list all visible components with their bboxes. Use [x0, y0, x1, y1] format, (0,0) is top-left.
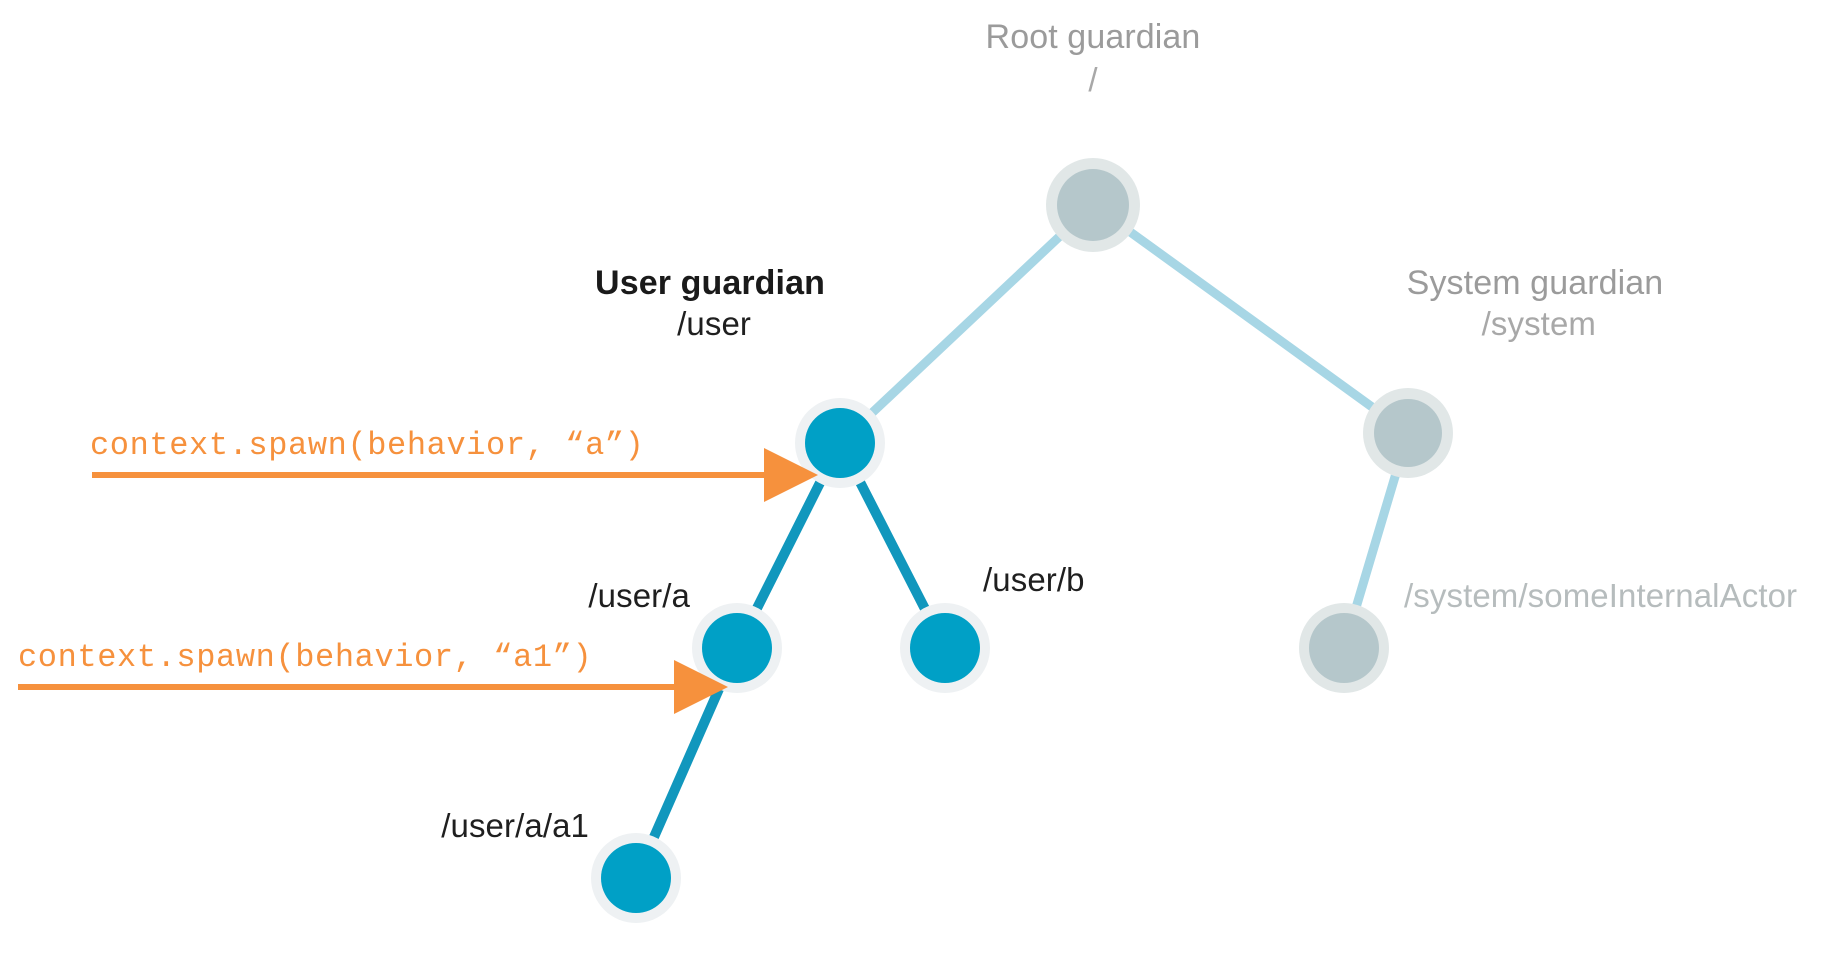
- node-user-b[interactable]: [900, 603, 990, 693]
- spawn-arrow-group: [18, 448, 818, 714]
- edge-root-to-user: [835, 200, 1098, 448]
- root-guardian-title: Root guardian: [985, 18, 1201, 56]
- edge-group-user: [631, 438, 950, 883]
- node-user-guardian[interactable]: [795, 398, 885, 488]
- user-guardian-title: User guardian: [595, 264, 825, 302]
- system-guardian-path: /system: [1481, 305, 1596, 342]
- spawn-a-code-label: context.spawn(behavior, “a”): [90, 427, 645, 464]
- edge-root-to-system: [1088, 200, 1413, 438]
- node-user-a-core: [702, 613, 772, 683]
- node-system-guardian[interactable]: [1363, 388, 1453, 478]
- user-b-path-label: /user/b: [983, 561, 1085, 598]
- node-user-guardian-core: [805, 408, 875, 478]
- node-user-a-a1-core: [601, 843, 671, 913]
- some-internal-actor-path-label: /system/someInternalActor: [1404, 577, 1798, 614]
- edge-group-system: [835, 200, 1413, 653]
- node-user-b-core: [910, 613, 980, 683]
- node-some-internal-actor-core: [1309, 613, 1379, 683]
- user-a-path-label: /user/a: [588, 577, 690, 614]
- user-guardian-path: /user: [677, 305, 751, 342]
- node-root[interactable]: [1046, 158, 1140, 252]
- spawn-a1-code-label: context.spawn(behavior, “a1”): [18, 639, 593, 676]
- node-some-internal-actor[interactable]: [1299, 603, 1389, 693]
- system-guardian-title: System guardian: [1406, 264, 1664, 302]
- node-system-guardian-core: [1374, 399, 1442, 467]
- node-user-a-a1[interactable]: [591, 833, 681, 923]
- node-user-a[interactable]: [692, 603, 782, 693]
- user-a-a1-path-label: /user/a/a1: [441, 807, 589, 844]
- root-guardian-path: /: [1088, 61, 1098, 98]
- node-root-core: [1057, 169, 1129, 241]
